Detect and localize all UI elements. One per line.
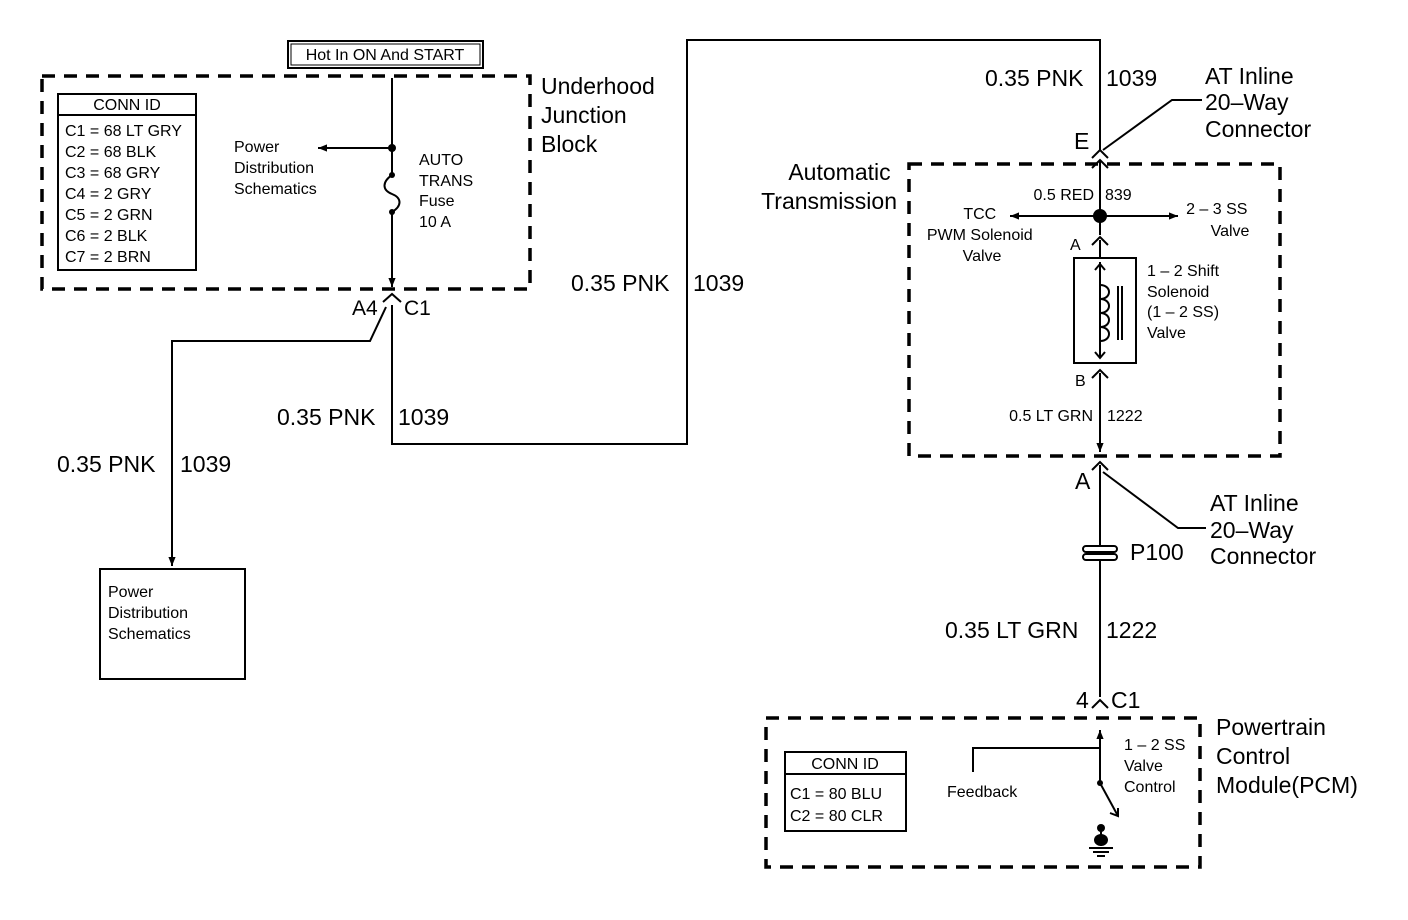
at-inline-connector-top: E AT Inline 20–Way Connector — [1074, 63, 1311, 169]
pnk-left-size: 0.35 PNK — [57, 451, 156, 477]
pnk-left-circuit: 1039 — [180, 451, 231, 477]
splice-label: P100 — [1130, 539, 1184, 565]
at-inline-connector-bottom: A AT Inline 20–Way Connector — [1075, 460, 1316, 569]
red-circuit: 839 — [1105, 187, 1132, 204]
pnk-main-wire — [391, 39, 1101, 445]
solenoid-label: 1 – 2 Shift Solenoid (1 – 2 SS) Valve — [1147, 263, 1224, 342]
ss23-label: 2 – 3 SS Valve — [1186, 201, 1252, 240]
pnk-top-circuit: 1039 — [1106, 65, 1157, 91]
hot-label-text: Hot In ON And START — [306, 47, 465, 64]
underhood-junction-block: Underhood Junction Block CONN ID C1 = 68… — [40, 73, 661, 291]
svg-text:C1 = 80 BLU C2 = 80 CL: C1 = 80 BLU C2 = 80 CLR — [790, 786, 887, 825]
transmission-title: Automatic Transmission — [761, 159, 897, 214]
pnk-mid-size: 0.35 PNK — [277, 404, 376, 430]
connector-c1-underhood: A4 C1 — [352, 292, 431, 320]
ltgrn-outer-size: 0.35 LT GRN — [945, 617, 1078, 643]
svg-text:C1: C1 — [404, 297, 431, 320]
pnk-top-size: 0.35 PNK — [985, 65, 1084, 91]
power-dist-label: Power Distribution Schematics — [234, 139, 318, 198]
svg-text:C1: C1 — [1111, 687, 1140, 713]
svg-text:A: A — [1075, 468, 1091, 494]
pnk-mid-circuit: 1039 — [398, 404, 449, 430]
tcc-label: TCC PWM Solenoid Valve — [927, 206, 1037, 265]
svg-text:CONN ID: CONN ID — [811, 756, 879, 773]
pnk-center-circuit: 1039 — [693, 270, 744, 296]
fuse-label: AUTO TRANS Fuse 10 A — [419, 152, 478, 231]
feedback-label: Feedback — [947, 784, 1018, 801]
pnk-center-size: 0.35 PNK — [571, 270, 670, 296]
conn-id-rows: C1 = 68 LT GRY C2 = 68 BLK C3 = 68 GRY C… — [65, 123, 186, 266]
automatic-transmission: Automatic Transmission 0.5 RED 839 TCC P… — [761, 159, 1282, 458]
fuse-icon — [383, 172, 401, 215]
power-dist-box: Power Distribution Schematics — [99, 568, 246, 680]
transmission-border — [907, 162, 1282, 458]
pcm-module: Powertrain Control Module(PCM) CONN ID C… — [764, 714, 1358, 869]
switch-icon — [1097, 780, 1119, 818]
svg-text:B: B — [1075, 373, 1086, 390]
underhood-conn-id-table: CONN ID C1 = 68 LT GRY C2 = 68 BLK C3 = … — [57, 93, 197, 271]
underhood-block-border — [40, 74, 532, 291]
hot-label: Hot In ON And START — [287, 40, 484, 69]
svg-text:AT Inline 20–Way C: AT Inline 20–Way Connector — [1205, 63, 1311, 142]
ground-icon — [1089, 824, 1113, 857]
pcm-title: Powertrain Control Module(PCM) — [1216, 714, 1358, 798]
svg-text:AT Inline 20–Way C: AT Inline 20–Way Connector — [1210, 490, 1316, 569]
solenoid-icon — [1073, 257, 1137, 364]
ltgrn-outer-circuit: 1222 — [1106, 617, 1157, 643]
red-size: 0.5 RED — [1034, 187, 1094, 204]
control-label: 1 – 2 SS Valve Control — [1124, 737, 1190, 796]
pcm-border — [764, 716, 1202, 869]
svg-text:A: A — [1070, 237, 1081, 254]
conn-id-header: CONN ID — [93, 97, 161, 114]
svg-text:4: 4 — [1076, 687, 1089, 713]
svg-text:E: E — [1074, 128, 1089, 154]
svg-text:Power Distribution: Power Distribution Schematics — [108, 584, 192, 643]
ltgrn-inner-circuit: 1222 — [1107, 408, 1143, 425]
splice-p100-icon: P100 — [1082, 539, 1184, 565]
svg-text:A4: A4 — [352, 297, 378, 320]
ltgrn-inner-size: 0.5 LT GRN — [1009, 408, 1093, 425]
pnk-left-wire — [168, 306, 387, 566]
feedback-wire — [972, 747, 1100, 772]
underhood-block-title: Underhood Junction Block — [541, 73, 661, 157]
pcm-conn-id-table: CONN ID C1 = 80 BLU C2 = 80 CLR — [784, 751, 907, 832]
connector-c1-pcm: 4 C1 — [1076, 687, 1140, 713]
